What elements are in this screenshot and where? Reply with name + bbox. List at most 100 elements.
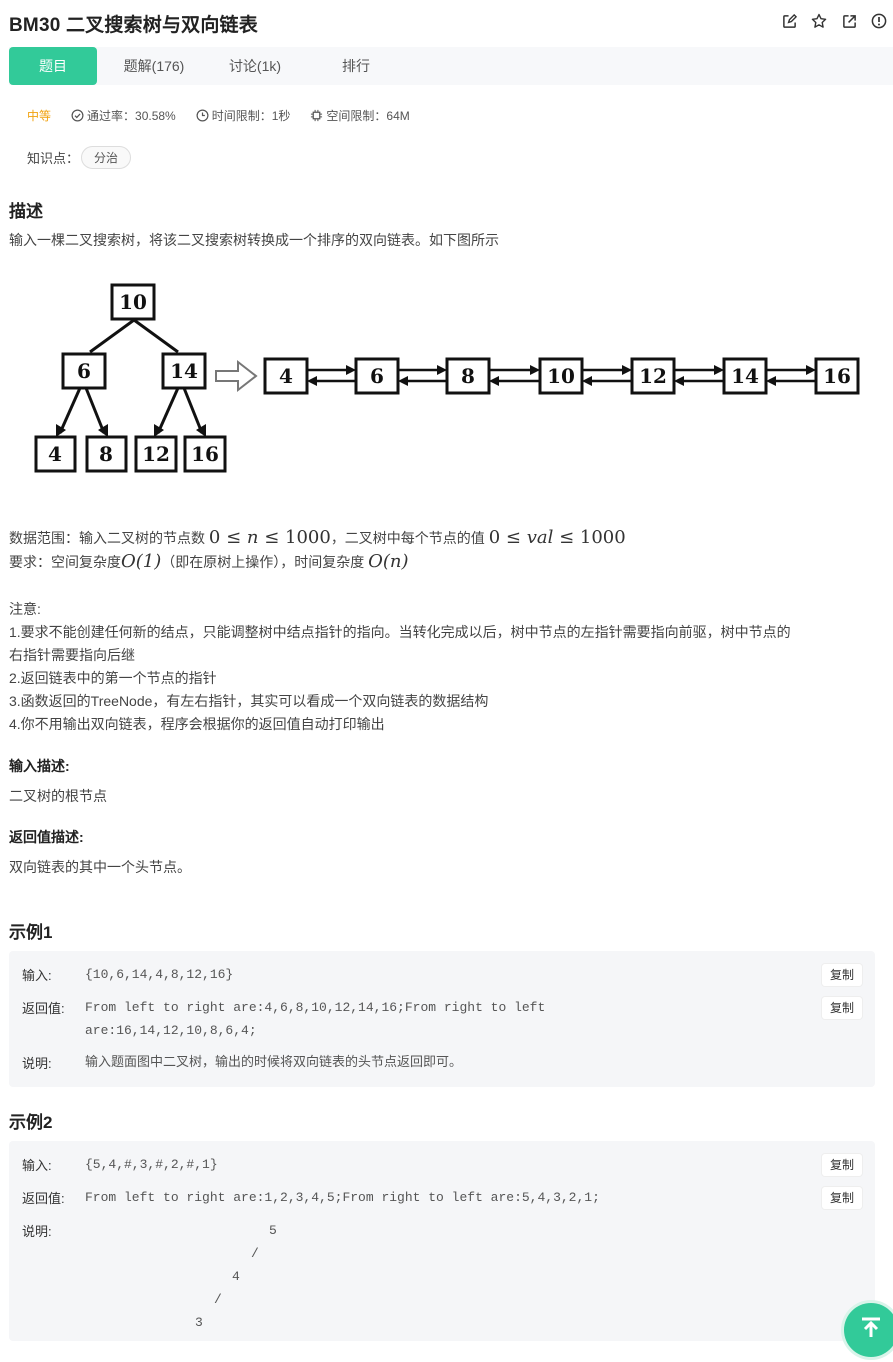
back-to-top-button[interactable] <box>844 1303 893 1357</box>
list-node-label: 16 <box>823 364 851 388</box>
example1-output-label: 返回值: <box>22 1001 65 1016</box>
tree-node-label: 6 <box>77 359 91 383</box>
example2-output-row: 返回值: From left to right are:1,2,3,4,5;Fr… <box>22 1186 802 1210</box>
example2-output-label: 返回值: <box>22 1191 65 1206</box>
check-circle-icon <box>71 109 84 122</box>
example1-output-row: 返回值: From left to right are:4,6,8,10,12,… <box>22 996 802 1044</box>
return-desc-text: 双向链表的其中一个头节点。 <box>9 859 191 875</box>
edit-icon[interactable] <box>780 12 798 30</box>
tree-leaf-label: 4 <box>48 442 62 466</box>
time-limit: 时间限制：1秒 <box>196 107 291 124</box>
example1-explain-value: 输入题面图中二叉树，输出的时候将双向链表的头节点返回即可。 <box>85 1055 463 1070</box>
range-prefix: 数据范围：输入二叉树的节点数 <box>9 530 209 546</box>
space-complexity: O(1) <box>121 551 162 572</box>
list-node-label: 10 <box>547 364 575 388</box>
complexity-requirement: 要求：空间复杂度O(1)（即在原树上操作），时间复杂度 O(n) <box>9 550 409 574</box>
list-node-label: 6 <box>370 364 384 388</box>
range-math: ≤ <box>500 527 527 548</box>
tree-leaf-label: 8 <box>99 442 113 466</box>
example1-input-label: 输入: <box>22 968 52 983</box>
range-math: 0 <box>488 527 501 548</box>
chip-icon <box>311 109 323 122</box>
example1-explain-row: 说明: 输入题面图中二叉树，输出的时候将双向链表的头节点返回即可。 <box>22 1051 802 1075</box>
example2-copy-output-button[interactable]: 复制 <box>822 1187 862 1209</box>
input-desc-heading: 输入描述: <box>9 758 70 774</box>
star-icon[interactable] <box>810 12 828 30</box>
example1-heading: 示例1 <box>9 923 53 942</box>
note-item: 1.要求不能创建任何新的结点，只能调整树中结点指针的指向。当转化完成以后，树中节… <box>9 624 791 640</box>
range-mid: ，二叉树中每个节点的值 <box>330 530 489 546</box>
tab-problem[interactable]: 题目 <box>9 47 97 85</box>
explain-tree-line: 4 <box>232 1269 240 1284</box>
range-math: n <box>246 527 259 548</box>
example2-explain-row: 说明: 5 / 4 / 3 <box>22 1219 802 1349</box>
example2-input-value: {5,4,#,3,#,2,#,1} <box>85 1157 218 1172</box>
page-title: BM30 二叉搜索树与双向链表 <box>9 15 258 36</box>
range-math: 0 <box>208 527 221 548</box>
example1-copy-input-button[interactable]: 复制 <box>822 964 862 986</box>
tree-node-label: 14 <box>170 359 198 383</box>
clock-icon <box>196 109 209 122</box>
list-node-label: 12 <box>639 364 667 388</box>
example2-explain-label: 说明: <box>22 1224 52 1239</box>
tab-solutions[interactable]: 题解(176) <box>123 58 185 74</box>
example1-output-line1: From left to right are:4,6,8,10,12,14,16… <box>85 1000 546 1015</box>
tab-ranking[interactable]: 排行 <box>342 58 370 74</box>
input-desc-text: 二叉树的根节点 <box>9 788 107 804</box>
note-item: 3.函数返回的TreeNode，有左右指针，其实可以看成一个双向链表的数据结构 <box>9 693 489 709</box>
example2-heading: 示例2 <box>9 1113 53 1132</box>
return-desc-heading: 返回值描述: <box>9 829 84 845</box>
note-item: 4.你不用输出双向链表，程序会根据你的返回值自动打印输出 <box>9 716 385 732</box>
example1-explain-label: 说明: <box>22 1056 52 1071</box>
bst-to-list-figure: 10 6 14 4 8 12 16 4 6 8 10 1 <box>34 283 860 473</box>
example1-box: 输入: {10,6,14,4,8,12,16} 复制 返回值: From lef… <box>9 951 875 1087</box>
example1-input-row: 输入: {10,6,14,4,8,12,16} <box>22 963 862 987</box>
transform-arrow-icon <box>215 359 258 393</box>
explain-tree-line: / <box>214 1292 222 1307</box>
range-math: 1000 <box>285 527 331 548</box>
external-link-icon[interactable] <box>840 12 858 30</box>
explain-tree-line: / <box>251 1246 259 1261</box>
description-heading: 描述 <box>9 202 43 221</box>
space-limit: 空间限制：64M <box>310 107 410 124</box>
time-complexity: O(n) <box>368 551 409 572</box>
tab-discussion[interactable]: 讨论(1k) <box>228 58 282 74</box>
description-text: 输入一棵二叉搜索树，将该二叉搜索树转换成一个排序的双向链表。如下图所示 <box>9 232 499 248</box>
note-item: 2.返回链表中的第一个节点的指针 <box>9 670 217 686</box>
tree-root-label: 10 <box>119 290 147 314</box>
info-icon[interactable] <box>870 12 888 30</box>
knowledge-label: 知识点： <box>27 151 80 166</box>
header-actions <box>780 12 888 30</box>
notes-block: 注意: 1.要求不能创建任何新的结点，只能调整树中结点指针的指向。当转化完成以后… <box>9 598 791 736</box>
explain-tree-line: 5 <box>269 1223 277 1238</box>
req-mid: （即在原树上操作），时间复杂度 <box>161 554 369 570</box>
time-limit-text: 时间限制：1秒 <box>211 109 291 123</box>
example2-copy-input-button[interactable]: 复制 <box>822 1154 862 1176</box>
range-constraint: 数据范围：输入二叉树的节点数 0 ≤ n ≤ 1000，二叉树中每个节点的值 0… <box>9 526 626 550</box>
tree-leaf-label: 12 <box>142 442 170 466</box>
range-math: ≤ <box>258 527 285 548</box>
example1-copy-output-button[interactable]: 复制 <box>822 997 862 1019</box>
problem-meta: 中等 通过率：30.58% 时间限制：1秒 空间限制：64M <box>27 107 430 124</box>
example1-input-value: {10,6,14,4,8,12,16} <box>85 967 234 982</box>
example2-input-label: 输入: <box>22 1158 52 1173</box>
difficulty-badge: 中等 <box>27 109 52 123</box>
pass-rate: 通过率：30.58% <box>71 107 176 124</box>
notes-title: 注意: <box>9 601 41 617</box>
note-item: 右指针需要指向后继 <box>9 647 135 663</box>
knowledge-tag[interactable]: 分治 <box>81 146 132 169</box>
space-limit-text: 空间限制：64M <box>326 109 410 123</box>
tab-bar: 题目 题解(176) 讨论(1k) 排行 <box>9 47 893 85</box>
problem-header: BM30 二叉搜索树与双向链表 <box>9 8 893 38</box>
example2-output-value: From left to right are:1,2,3,4,5;From ri… <box>85 1190 600 1205</box>
list-node-label: 14 <box>731 364 759 388</box>
range-math: ≤ <box>553 527 580 548</box>
list-node-label: 8 <box>461 364 475 388</box>
example2-box: 输入: {5,4,#,3,#,2,#,1} 复制 返回值: From left … <box>9 1141 875 1341</box>
pass-rate-text: 通过率：30.58% <box>87 109 176 123</box>
range-math: 1000 <box>579 527 626 548</box>
arrow-up-icon <box>862 1317 880 1337</box>
knowledge-points: 知识点： 分治 <box>27 146 132 169</box>
example1-output-line2: are:16,14,12,10,8,6,4; <box>85 1023 257 1038</box>
range-math: ≤ <box>220 527 247 548</box>
